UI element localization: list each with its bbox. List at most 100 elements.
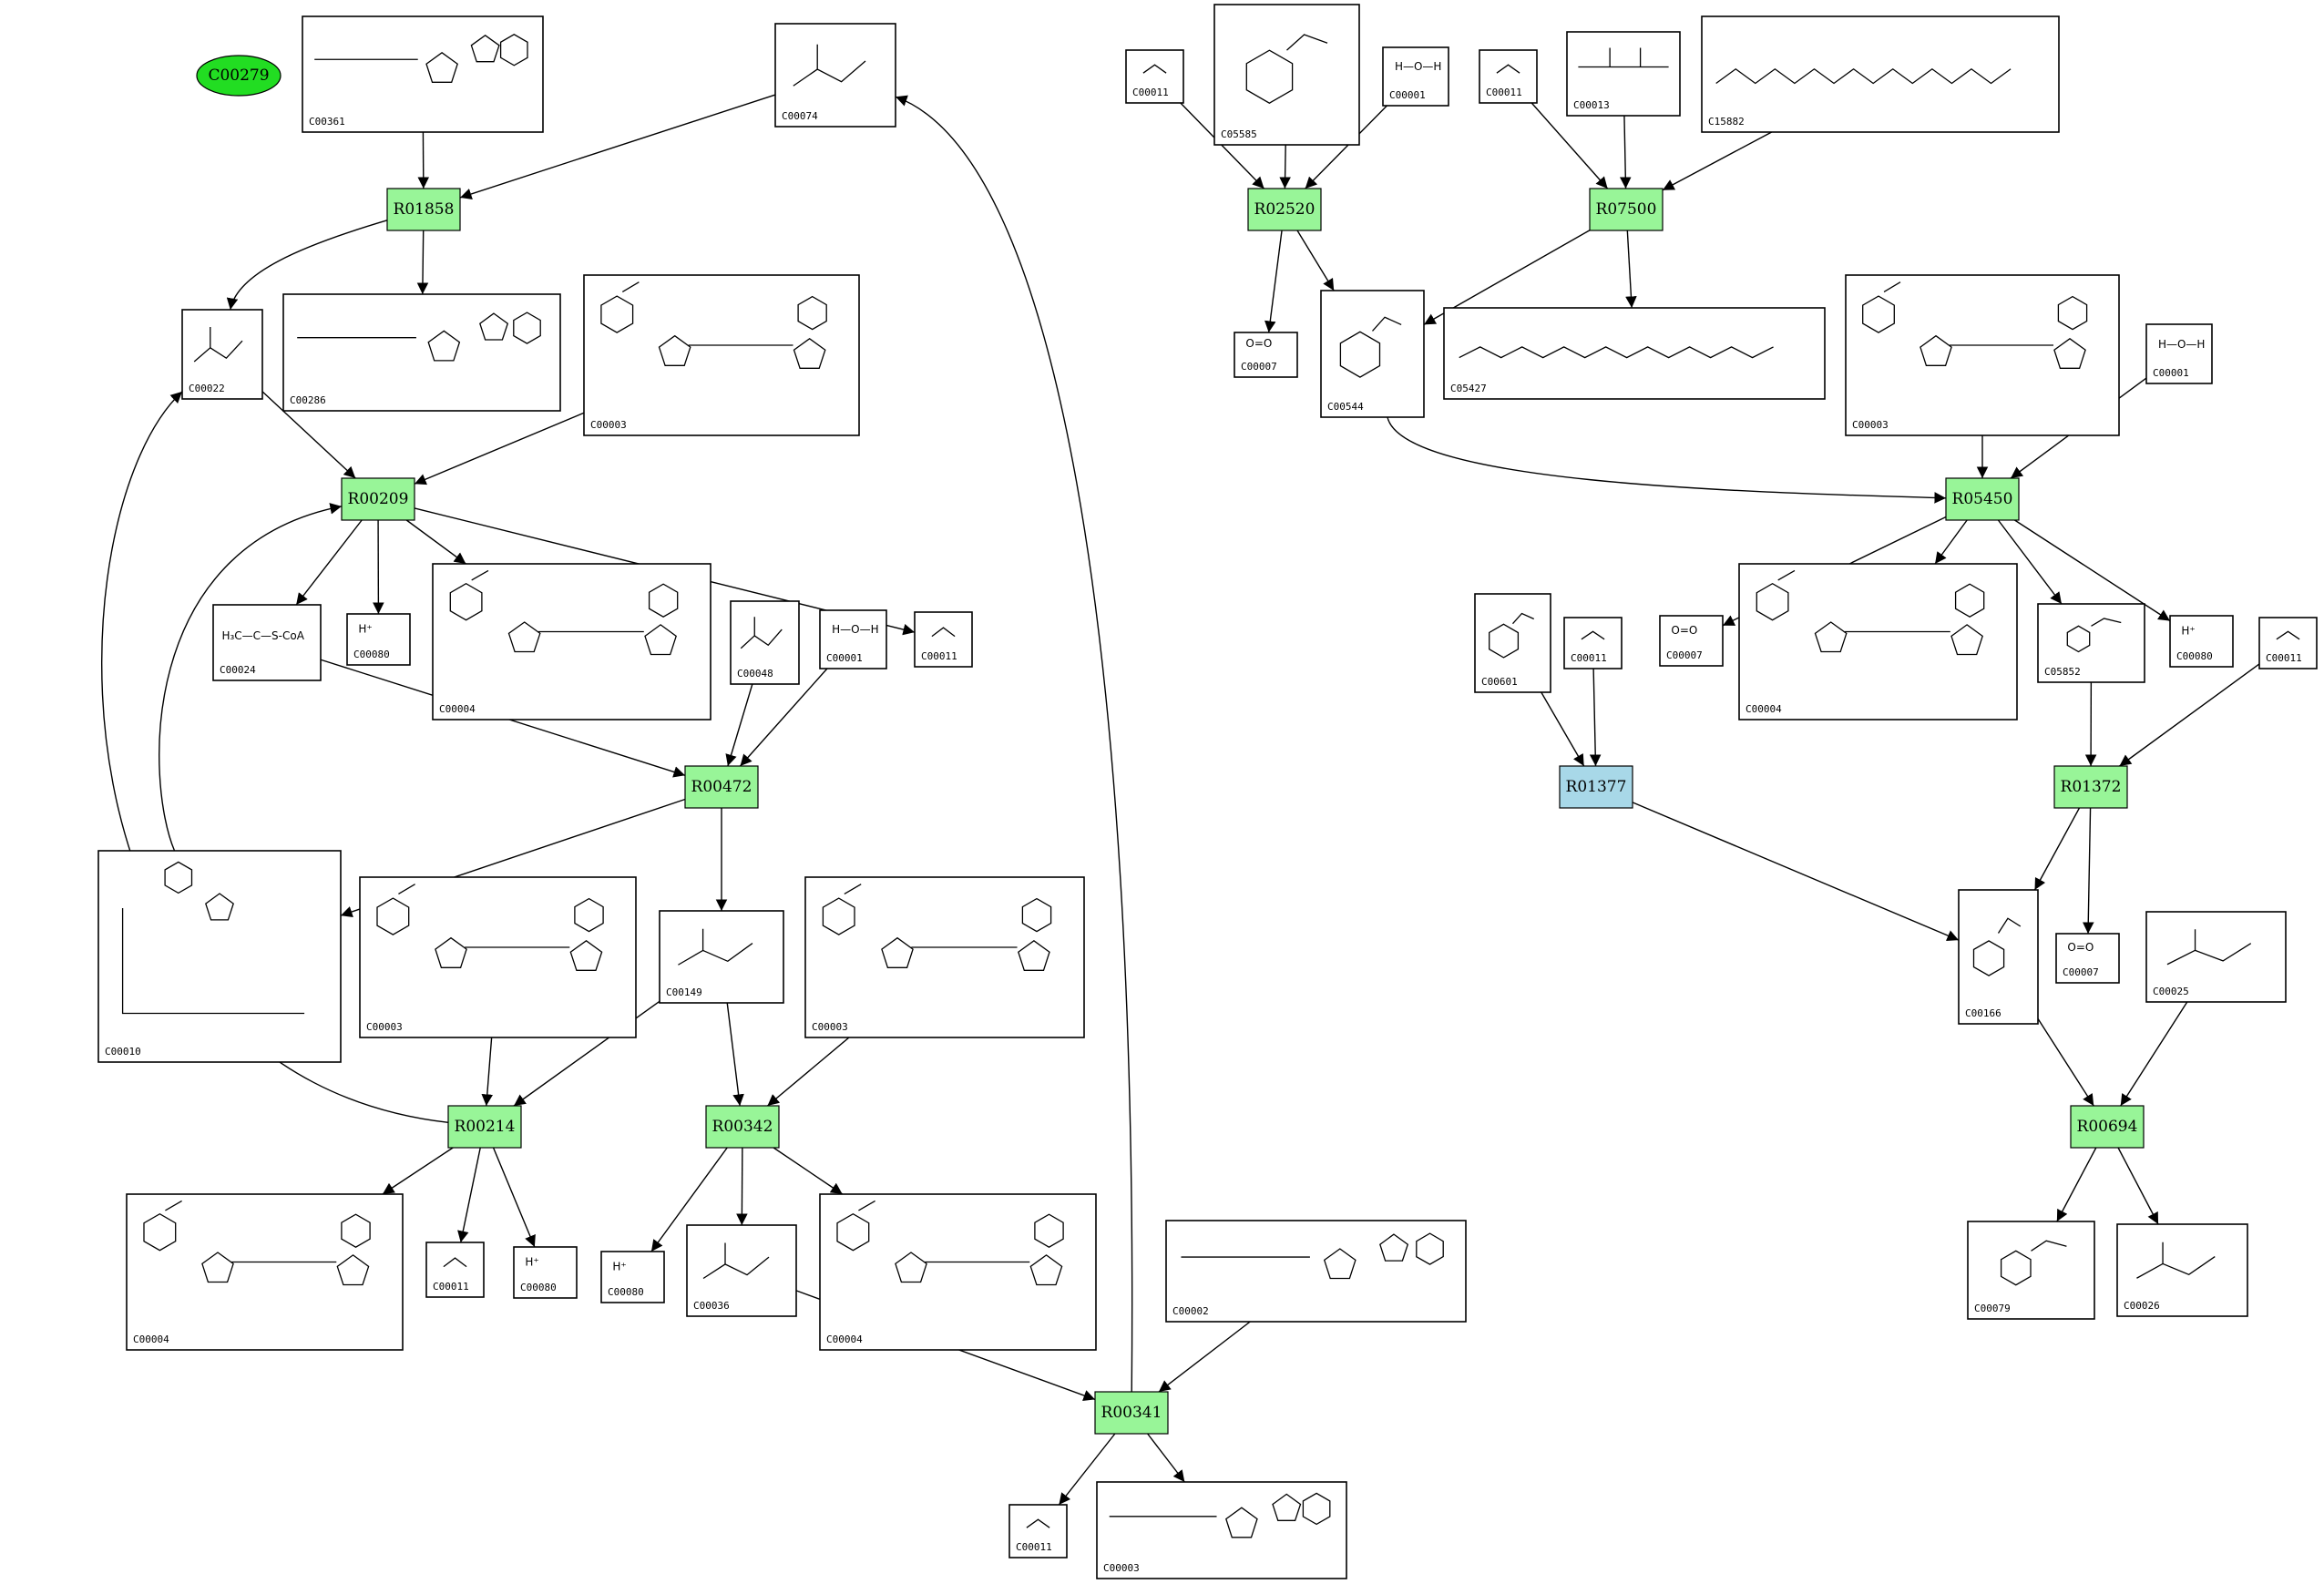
compound-id-label: C00001 bbox=[826, 652, 863, 664]
reaction-r05450[interactable]: R05450 bbox=[1945, 477, 2020, 521]
reaction-label: R00341 bbox=[1101, 1404, 1162, 1422]
compound-frame bbox=[2116, 1223, 2248, 1317]
edge-arrow bbox=[261, 391, 356, 479]
compound-c05852[interactable]: C05852 bbox=[2037, 603, 2145, 683]
structure-sketch bbox=[2000, 1240, 2067, 1286]
compound-c00544[interactable]: C00544 bbox=[1320, 290, 1425, 418]
compound-c00003[interactable]: C00003 bbox=[804, 876, 1085, 1038]
reaction-r00341[interactable]: R00341 bbox=[1094, 1391, 1169, 1435]
compound-id-label: C00003 bbox=[1103, 1562, 1140, 1574]
structure-sketch: O=O bbox=[2067, 941, 2094, 954]
edge-arrow bbox=[2033, 807, 2081, 891]
compound-c00003[interactable]: C00003 bbox=[583, 274, 860, 436]
compound-id-label: C00149 bbox=[666, 986, 702, 998]
reaction-box bbox=[2053, 765, 2128, 809]
compound-c05585[interactable]: C05585 bbox=[1213, 4, 1360, 146]
compound-frame bbox=[2037, 603, 2145, 683]
compound-c00080[interactable]: H⁺C00080 bbox=[600, 1251, 665, 1303]
compound-id-label: C00080 bbox=[608, 1286, 644, 1298]
reaction-r01858[interactable]: R01858 bbox=[386, 188, 461, 231]
structure-sketch: H—O—H bbox=[1395, 60, 1442, 73]
compound-frame bbox=[212, 604, 322, 681]
compound-c00079[interactable]: C00079 bbox=[1967, 1221, 2095, 1320]
reaction-r01377[interactable]: R01377 bbox=[1559, 765, 1633, 809]
compound-c00026[interactable]: C00026 bbox=[2116, 1223, 2248, 1317]
compound-c00025[interactable]: C00025 bbox=[2145, 911, 2287, 1003]
structure-sketch bbox=[1972, 917, 2022, 976]
compound-c00001[interactable]: H—O—H C00001 bbox=[819, 609, 887, 669]
compound-c00004[interactable]: C00004 bbox=[819, 1193, 1097, 1351]
compound-c15882[interactable]: C15882 bbox=[1701, 15, 2060, 133]
compound-id-label: C00011 bbox=[921, 650, 957, 662]
reaction-r00342[interactable]: R00342 bbox=[705, 1105, 780, 1149]
reaction-r00472[interactable]: R00472 bbox=[684, 765, 759, 809]
compound-c00010[interactable]: C00010 bbox=[97, 850, 342, 1063]
edge-arrow bbox=[1180, 102, 1265, 189]
structure-sketch bbox=[121, 861, 305, 1015]
compound-c05427[interactable]: C05427 bbox=[1443, 307, 1826, 400]
edge-arrow bbox=[1305, 105, 1387, 189]
structure-sketch bbox=[1109, 1492, 1331, 1538]
compound-c00011[interactable]: C00011 bbox=[914, 611, 973, 668]
compound-c00011[interactable]: C00011 bbox=[1479, 49, 1538, 104]
compound-c00601[interactable]: C00601 bbox=[1474, 593, 1551, 693]
edge-arrow bbox=[773, 1147, 844, 1195]
compound-id-label: C00013 bbox=[1573, 99, 1610, 111]
compound-c00004[interactable]: C00004 bbox=[126, 1193, 404, 1351]
compound-c00003[interactable]: C00003 bbox=[1845, 274, 2120, 436]
compound-c00004[interactable]: C00004 bbox=[432, 563, 712, 720]
compound-c00080[interactable]: H⁺C00080 bbox=[513, 1246, 578, 1299]
compound-c00149[interactable]: C00149 bbox=[659, 910, 784, 1004]
compound-id-label: C00003 bbox=[590, 419, 627, 431]
structure-text: H—O—H bbox=[1395, 60, 1442, 73]
map-tag-ellipse[interactable]: C00279 bbox=[196, 55, 282, 97]
edge-arrow bbox=[1531, 102, 1609, 189]
compound-c00080[interactable]: H⁺C00080 bbox=[346, 613, 411, 666]
structure-sketch: H—O—H bbox=[832, 623, 879, 636]
compound-id-label: C00001 bbox=[1389, 89, 1426, 101]
compound-c00011[interactable]: C00011 bbox=[1125, 49, 1184, 104]
structure-text: H—O—H bbox=[832, 623, 879, 636]
compound-id-label: C00003 bbox=[812, 1021, 848, 1033]
structure-sketch bbox=[314, 34, 528, 83]
reaction-r00694[interactable]: R00694 bbox=[2070, 1105, 2145, 1149]
reaction-r00214[interactable]: R00214 bbox=[447, 1105, 522, 1149]
compound-c00003[interactable]: C00003 bbox=[359, 876, 637, 1038]
compound-c00080[interactable]: H⁺C00080 bbox=[2169, 615, 2234, 668]
structure-sketch bbox=[2166, 929, 2252, 966]
reaction-label: R00209 bbox=[348, 490, 409, 508]
edge-arrow bbox=[2117, 1147, 2159, 1225]
edge-arrow bbox=[459, 94, 776, 200]
compound-c00074[interactable]: C00074 bbox=[774, 23, 896, 128]
reaction-r02520[interactable]: R02520 bbox=[1247, 188, 1322, 231]
compound-c00166[interactable]: C00166 bbox=[1958, 889, 2039, 1025]
compound-c00011[interactable]: C00011 bbox=[425, 1242, 485, 1298]
compound-c00011[interactable]: C00011 bbox=[1563, 617, 1623, 669]
compound-id-label: C00011 bbox=[1132, 87, 1169, 98]
compound-c00286[interactable]: C00286 bbox=[282, 293, 561, 412]
compound-c00361[interactable]: C00361 bbox=[302, 15, 544, 133]
compound-c00013[interactable]: C00013 bbox=[1566, 31, 1681, 117]
compound-c00003[interactable]: C00003 bbox=[1096, 1481, 1347, 1579]
compound-id-label: C00286 bbox=[290, 394, 326, 406]
compound-c00011[interactable]: C00011 bbox=[1008, 1504, 1068, 1558]
compound-c00011[interactable]: C00011 bbox=[2258, 617, 2318, 669]
structure-text: H⁺ bbox=[2181, 624, 2195, 637]
reaction-r01372[interactable]: R01372 bbox=[2053, 765, 2128, 809]
structure-sketch: H—O—H bbox=[2158, 338, 2206, 351]
compound-c00048[interactable]: C00048 bbox=[730, 600, 800, 685]
reaction-r00209[interactable]: R00209 bbox=[341, 477, 415, 521]
structure-sketch bbox=[193, 327, 243, 363]
compound-frame bbox=[2055, 933, 2120, 984]
compound-c00036[interactable]: C00036 bbox=[686, 1224, 797, 1317]
compound-c00004[interactable]: C00004 bbox=[1738, 563, 2018, 720]
compound-c00002[interactable]: C00002 bbox=[1165, 1220, 1467, 1323]
reaction-r07500[interactable]: R07500 bbox=[1589, 188, 1664, 231]
compound-c00022[interactable]: C00022 bbox=[181, 309, 263, 400]
compound-c00001[interactable]: H—O—H C00001 bbox=[1382, 46, 1449, 107]
